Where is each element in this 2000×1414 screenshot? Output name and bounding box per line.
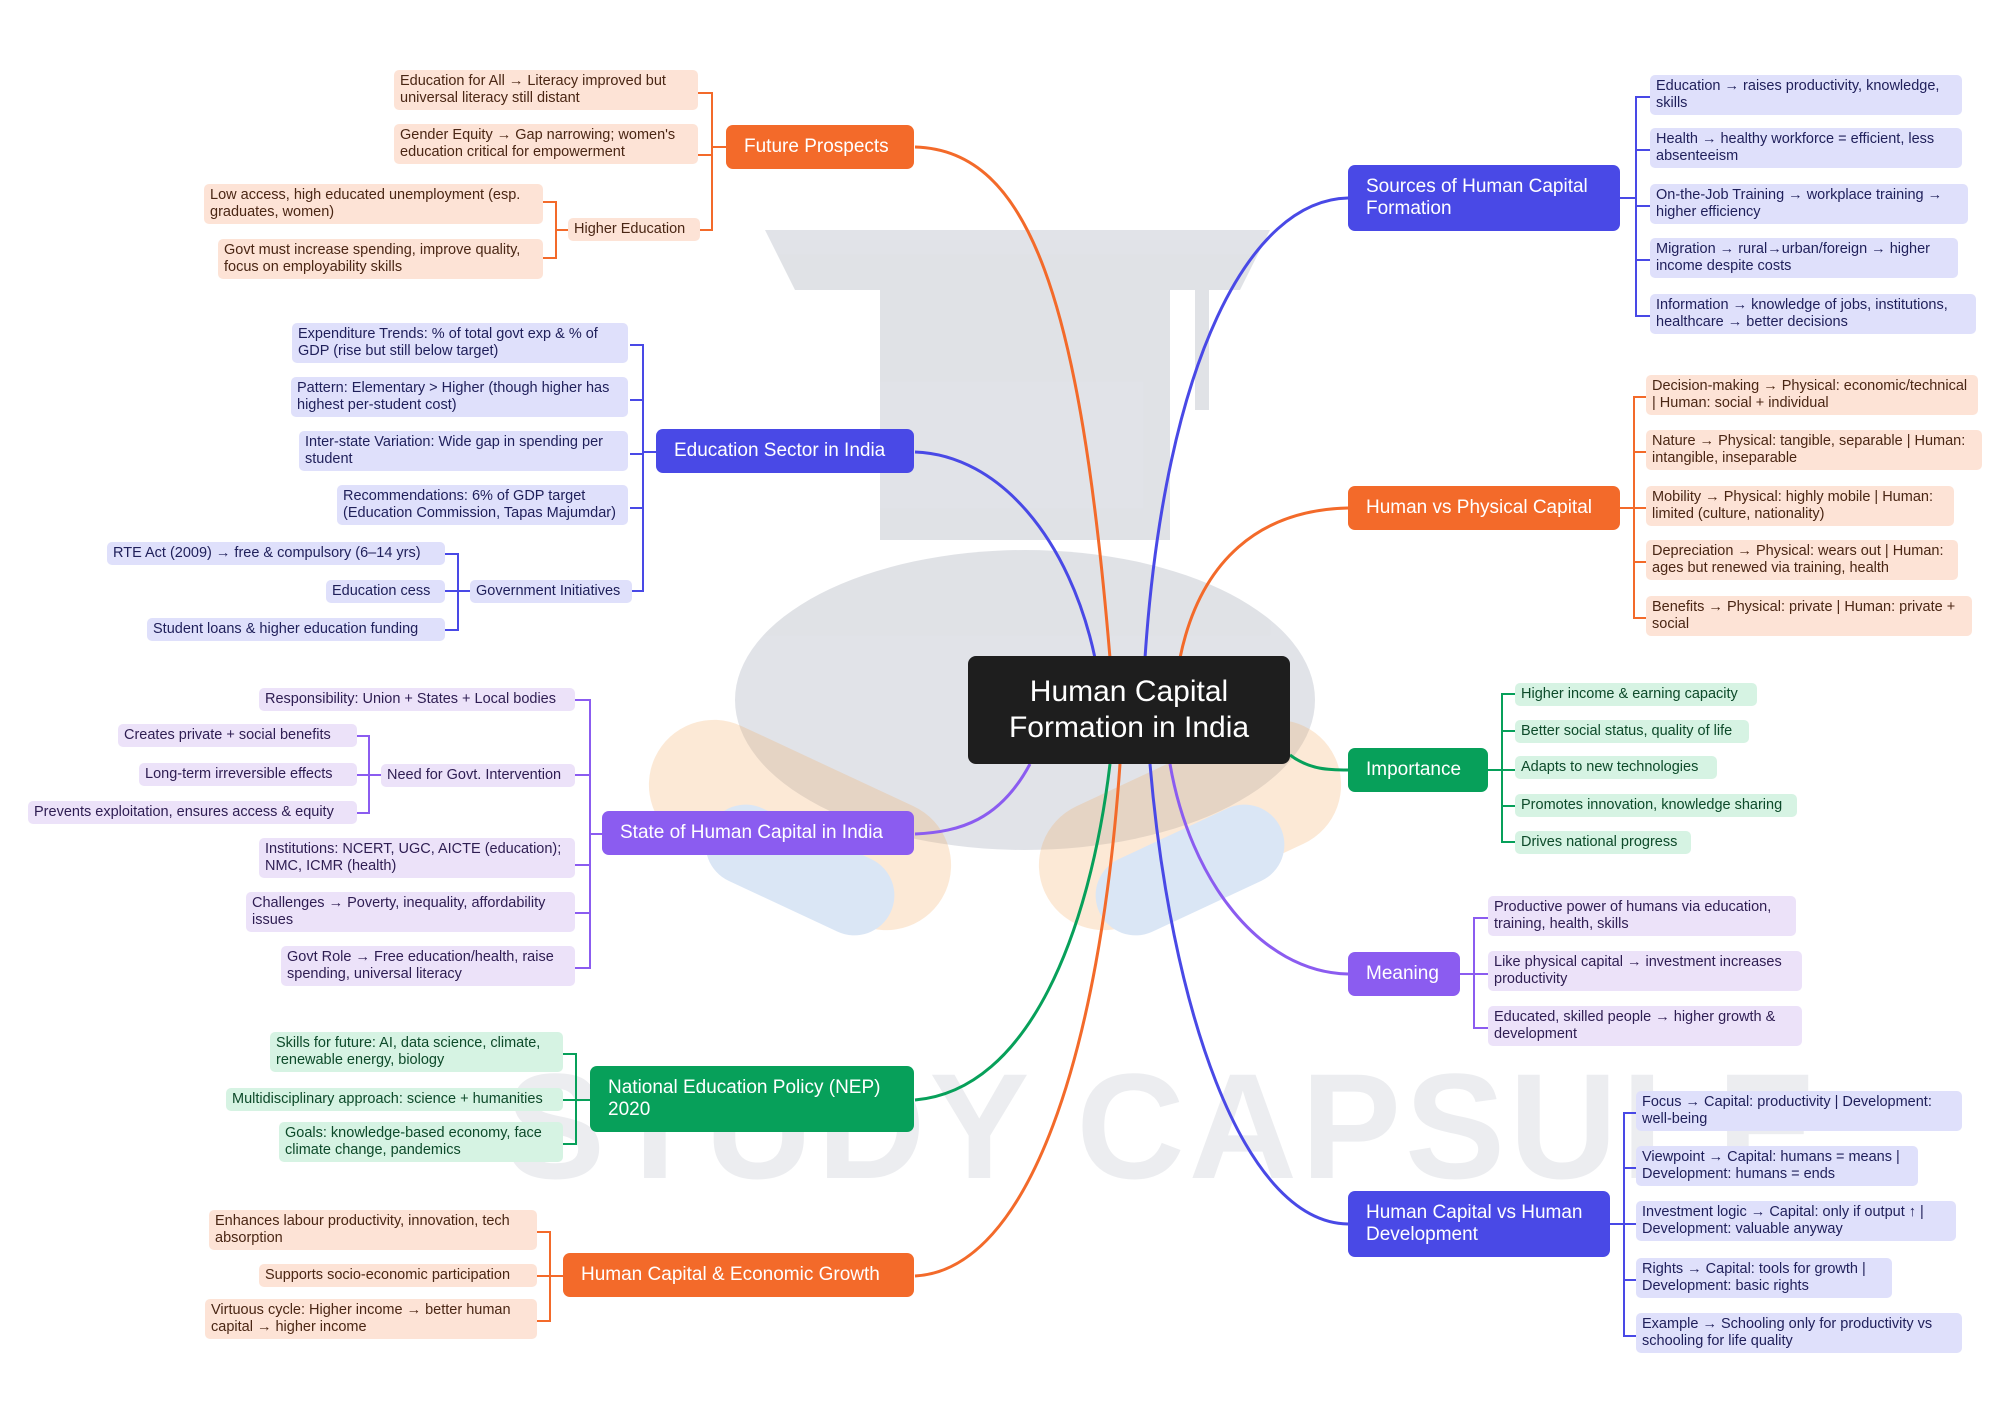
branch-economic-growth[interactable]: Human Capital & Economic Growth — [563, 1253, 914, 1297]
leaf-rights[interactable]: Rights → Capital: tools for growth | Dev… — [1636, 1258, 1892, 1298]
leaf-private-social-benefits[interactable]: Creates private + social benefits — [118, 724, 357, 747]
sub-branch-government-initiatives[interactable]: Government Initiatives — [470, 580, 632, 603]
leaf-example[interactable]: Example → Schooling only for productivit… — [1636, 1313, 1962, 1353]
leaf-labour-productivity[interactable]: Enhances labour productivity, innovation… — [209, 1210, 537, 1250]
leaf-govt-increase-spending[interactable]: Govt must increase spending, improve qua… — [218, 239, 543, 279]
leaf-inter-state-variation[interactable]: Inter-state Variation: Wide gap in spend… — [299, 431, 628, 471]
leaf-recommendations[interactable]: Recommendations: 6% of GDP target (Educa… — [337, 485, 628, 525]
leaf-educated-skilled[interactable]: Educated, skilled people → higher growth… — [1488, 1006, 1802, 1046]
central-topic[interactable]: Human Capital Formation in India — [968, 656, 1290, 764]
leaf-goals[interactable]: Goals: knowledge-based economy, face cli… — [279, 1122, 563, 1162]
leaf-low-access[interactable]: Low access, high educated unemployment (… — [204, 184, 543, 224]
leaf-pattern[interactable]: Pattern: Elementary > Higher (though hig… — [291, 377, 628, 417]
leaf-migration[interactable]: Migration → rural→urban/foreign → higher… — [1650, 238, 1958, 278]
leaf-depreciation[interactable]: Depreciation → Physical: wears out | Hum… — [1646, 540, 1958, 580]
leaf-health-source[interactable]: Health → healthy workforce = efficient, … — [1650, 128, 1962, 168]
leaf-viewpoint[interactable]: Viewpoint → Capital: humans = means | De… — [1636, 1146, 1918, 1186]
leaf-education-for-all[interactable]: Education for All → Literacy improved bu… — [394, 70, 698, 110]
leaf-new-technologies[interactable]: Adapts to new technologies — [1515, 756, 1717, 779]
branch-importance[interactable]: Importance — [1348, 748, 1488, 792]
leaf-productive-power[interactable]: Productive power of humans via education… — [1488, 896, 1796, 936]
leaf-investment-logic[interactable]: Investment logic → Capital: only if outp… — [1636, 1201, 1956, 1241]
sub-branch-higher-education[interactable]: Higher Education — [568, 218, 700, 241]
leaf-prevents-exploitation[interactable]: Prevents exploitation, ensures access & … — [28, 801, 357, 824]
leaf-information[interactable]: Information → knowledge of jobs, institu… — [1650, 294, 1976, 334]
leaf-on-the-job-training[interactable]: On-the-Job Training → workplace training… — [1650, 184, 1968, 224]
leaf-education-source[interactable]: Education → raises productivity, knowled… — [1650, 75, 1962, 115]
leaf-social-status[interactable]: Better social status, quality of life — [1515, 720, 1749, 743]
leaf-govt-role[interactable]: Govt Role → Free education/health, raise… — [281, 946, 575, 986]
leaf-decision-making[interactable]: Decision-making → Physical: economic/tec… — [1646, 375, 1978, 415]
leaf-expenditure-trends[interactable]: Expenditure Trends: % of total govt exp … — [292, 323, 628, 363]
leaf-student-loans[interactable]: Student loans & higher education funding — [147, 618, 445, 641]
leaf-socio-economic[interactable]: Supports socio-economic participation — [259, 1264, 537, 1287]
leaf-institutions[interactable]: Institutions: NCERT, UGC, AICTE (educati… — [259, 838, 575, 878]
leaf-multidisciplinary[interactable]: Multidisciplinary approach: science + hu… — [226, 1088, 563, 1111]
leaf-focus[interactable]: Focus → Capital: productivity | Developm… — [1636, 1091, 1962, 1131]
leaf-long-term-effects[interactable]: Long-term irreversible effects — [139, 763, 357, 786]
leaf-gender-equity[interactable]: Gender Equity → Gap narrowing; women's e… — [394, 124, 698, 164]
leaf-national-progress[interactable]: Drives national progress — [1515, 831, 1691, 854]
branch-state-of-human-capital[interactable]: State of Human Capital in India — [602, 811, 914, 855]
branch-meaning[interactable]: Meaning — [1348, 952, 1460, 996]
leaf-virtuous-cycle[interactable]: Virtuous cycle: Higher income → better h… — [205, 1299, 537, 1339]
branch-nep-2020[interactable]: National Education Policy (NEP) 2020 — [590, 1066, 914, 1132]
sub-branch-need-for-intervention[interactable]: Need for Govt. Intervention — [381, 764, 575, 787]
leaf-innovation[interactable]: Promotes innovation, knowledge sharing — [1515, 794, 1797, 817]
leaf-responsibility[interactable]: Responsibility: Union + States + Local b… — [259, 688, 575, 711]
leaf-higher-income[interactable]: Higher income & earning capacity — [1515, 683, 1757, 706]
leaf-skills-for-future[interactable]: Skills for future: AI, data science, cli… — [270, 1032, 563, 1072]
leaf-rte-act[interactable]: RTE Act (2009) → free & compulsory (6–14… — [107, 542, 445, 565]
branch-education-sector[interactable]: Education Sector in India — [656, 429, 914, 473]
leaf-mobility[interactable]: Mobility → Physical: highly mobile | Hum… — [1646, 486, 1954, 526]
leaf-like-physical-capital[interactable]: Like physical capital → investment incre… — [1488, 951, 1802, 991]
leaf-challenges[interactable]: Challenges → Poverty, inequality, afford… — [246, 892, 575, 932]
branch-human-vs-physical[interactable]: Human vs Physical Capital — [1348, 486, 1620, 530]
leaf-nature[interactable]: Nature → Physical: tangible, separable |… — [1646, 430, 1982, 470]
leaf-education-cess[interactable]: Education cess — [326, 580, 445, 603]
branch-sources-of-hcf[interactable]: Sources of Human Capital Formation — [1348, 165, 1620, 231]
leaf-benefits[interactable]: Benefits → Physical: private | Human: pr… — [1646, 596, 1972, 636]
branch-future-prospects[interactable]: Future Prospects — [726, 125, 914, 169]
branch-hc-vs-hd[interactable]: Human Capital vs Human Development — [1348, 1191, 1610, 1257]
